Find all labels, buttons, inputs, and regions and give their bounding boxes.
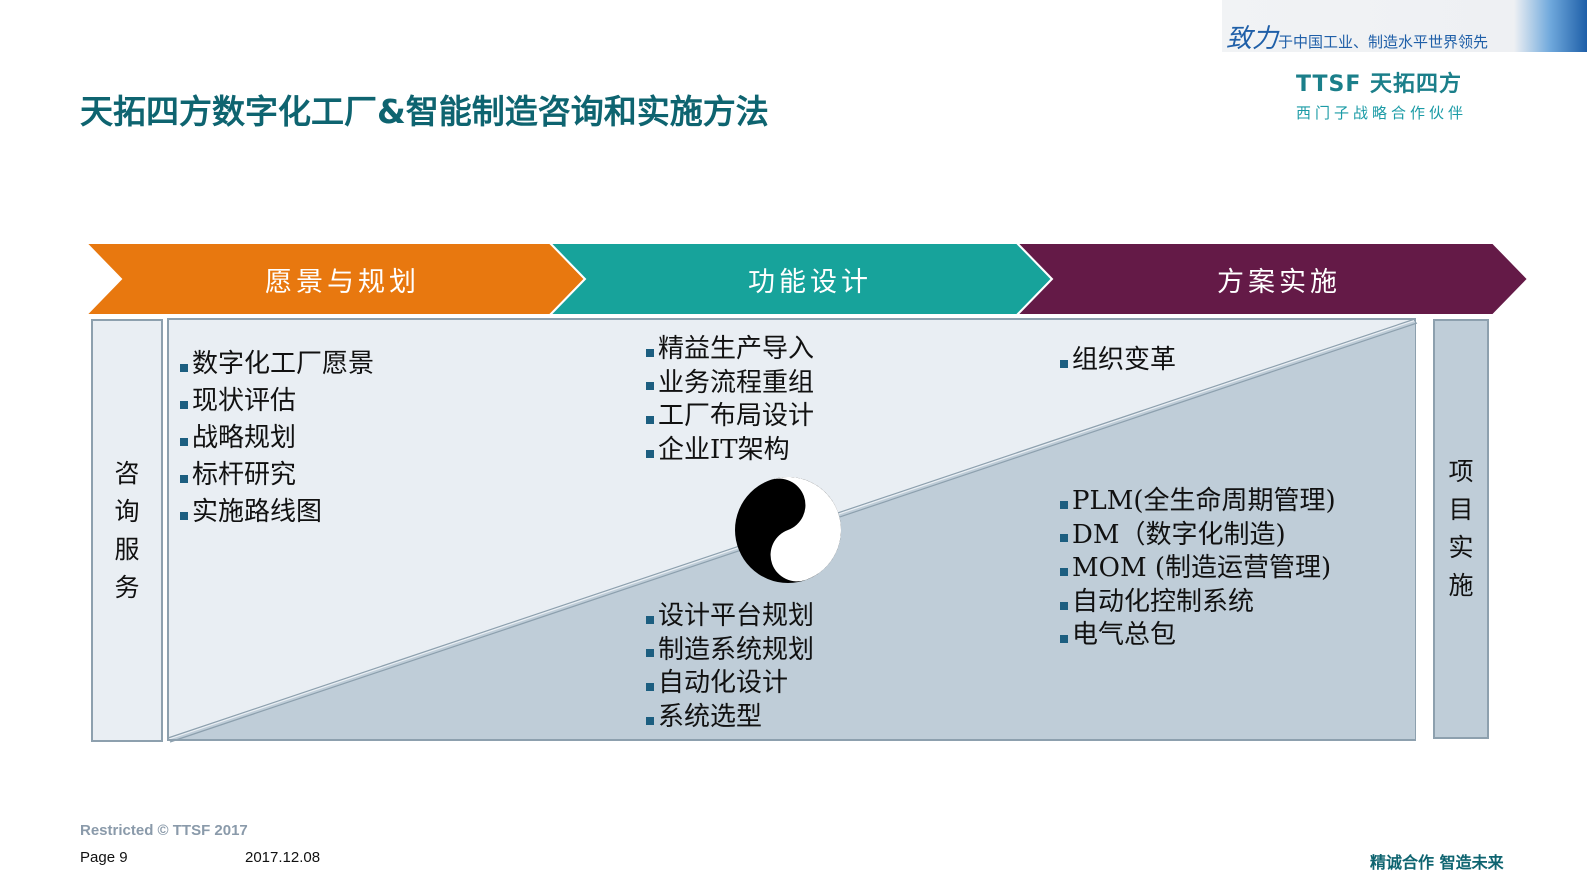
logo-sub-text: 西门子战略合作伙伴	[1296, 104, 1468, 122]
page-number: Page 9	[80, 849, 128, 866]
list-item: 企业IT架构	[646, 434, 814, 468]
slogan-big: 致力	[1226, 24, 1279, 54]
vision-planning-list: 数字化工厂愿景 现状评估 战略规划 标杆研究 实施路线图	[180, 346, 374, 531]
list-item: 系统选型	[646, 701, 814, 735]
list-item: 组织变革	[1060, 342, 1176, 379]
functional-design-consulting-list: 精益生产导入 业务流程重组 工厂布局设计 企业IT架构	[646, 333, 814, 467]
header-banner	[1222, 0, 1587, 52]
list-item: 现状评估	[180, 383, 374, 420]
slogan: 致力于中国工业、制造水平世界领先	[1226, 18, 1488, 55]
project-implementation-label: 项目实施	[1433, 319, 1489, 739]
restricted-notice: Restricted © TTSF 2017	[80, 822, 248, 839]
list-item: 自动化设计	[646, 667, 814, 701]
list-item: 战略规划	[180, 420, 374, 457]
list-item: 业务流程重组	[646, 367, 814, 401]
consulting-service-label: 咨询服务	[91, 319, 163, 742]
phase-label-vision: 愿景与规划	[265, 266, 420, 298]
phase-label-design: 功能设计	[748, 266, 872, 298]
solution-consulting-list: 组织变革	[1060, 342, 1176, 379]
list-item: 自动化控制系统	[1060, 586, 1336, 620]
company-logo: TTSF 天拓四方 西门子战略合作伙伴	[1296, 66, 1467, 123]
list-item: 设计平台规划	[646, 600, 814, 634]
phase-chevron-3	[1014, 242, 1530, 316]
yin-yang-icon	[735, 477, 841, 583]
phase-label-implementation: 方案实施	[1217, 266, 1341, 298]
list-item: 精益生产导入	[646, 333, 814, 367]
functional-design-implementation-list: 设计平台规划 制造系统规划 自动化设计 系统选型	[646, 600, 814, 734]
footer-tagline: 精诚合作 智造未来	[1370, 853, 1504, 872]
slogan-rest: 于中国工业、制造水平世界领先	[1278, 33, 1489, 51]
list-item: 实施路线图	[180, 494, 374, 531]
page-title: 天拓四方数字化工厂&智能制造咨询和实施方法	[80, 92, 769, 131]
list-item: 数字化工厂愿景	[180, 346, 374, 383]
list-item: MOM (制造运营管理)	[1060, 552, 1336, 586]
list-item: 标杆研究	[180, 457, 374, 494]
solution-implementation-list: PLM(全生命周期管理) DM（数字化制造) MOM (制造运营管理) 自动化控…	[1060, 485, 1336, 653]
list-item: 制造系统规划	[646, 634, 814, 668]
logo-main-text: TTSF 天拓四方	[1296, 72, 1463, 97]
list-item: 工厂布局设计	[646, 400, 814, 434]
list-item: 电气总包	[1060, 619, 1336, 653]
list-item: PLM(全生命周期管理)	[1060, 485, 1336, 519]
list-item: DM（数字化制造)	[1060, 519, 1336, 553]
date: 2017.12.08	[245, 849, 321, 866]
